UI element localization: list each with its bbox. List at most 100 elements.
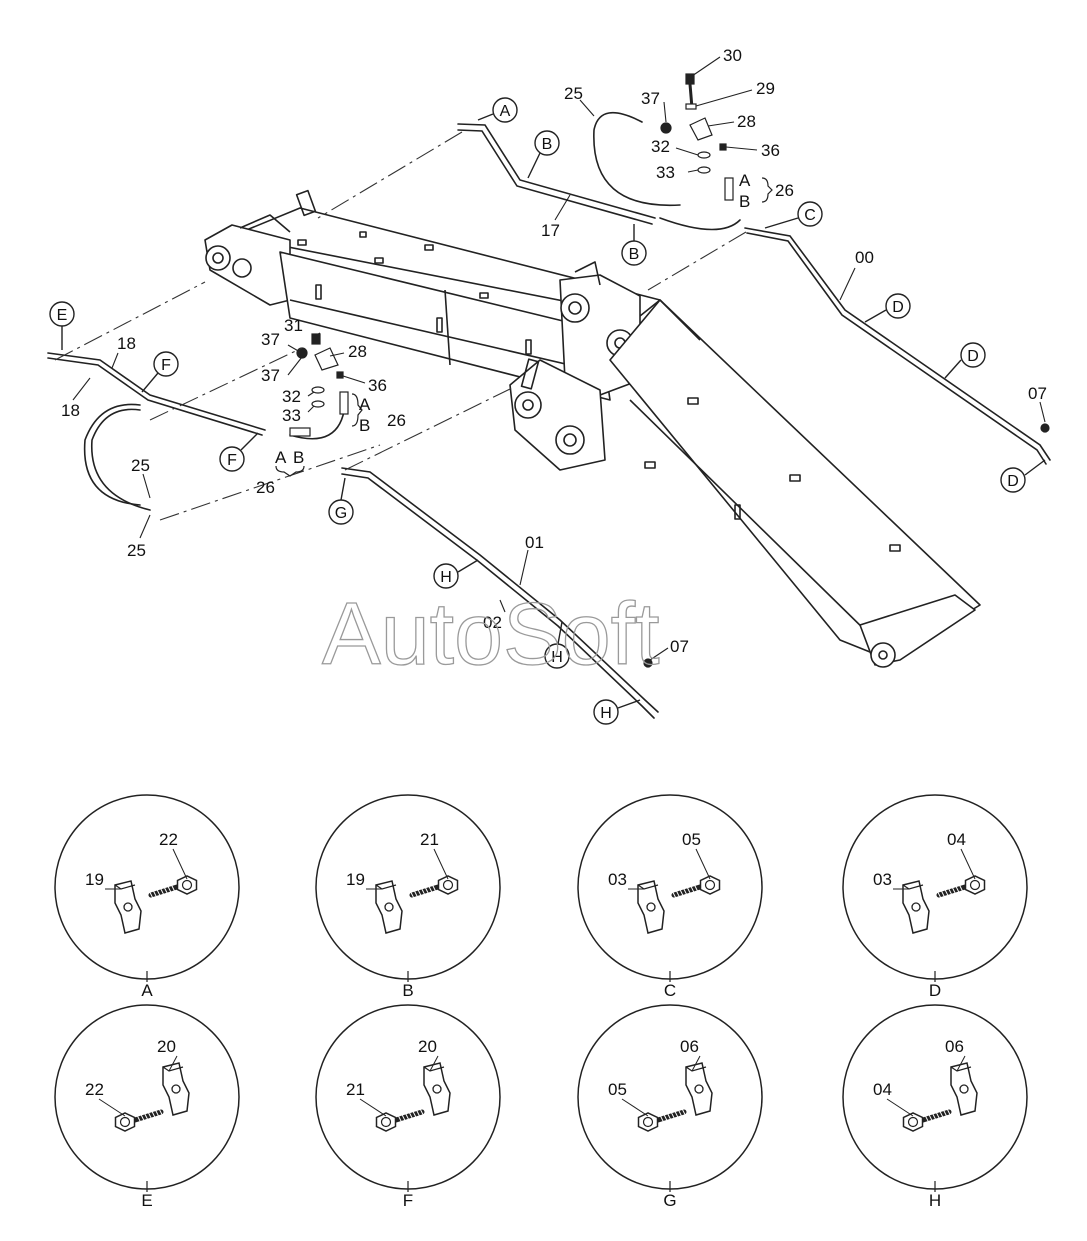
- bolt-part: [637, 1107, 687, 1132]
- clamp-part-number: 03: [873, 870, 892, 889]
- marker-c-label: C: [804, 207, 816, 224]
- marker-a: A: [477, 97, 518, 123]
- clamp-part-number: 19: [85, 870, 104, 889]
- clamp-part-number: 20: [418, 1037, 437, 1056]
- marker-h-3-label: H: [600, 705, 612, 722]
- clamp-part: [162, 1062, 190, 1116]
- marker-g: G: [328, 477, 354, 525]
- callout-31: 31: [284, 316, 303, 335]
- marker-b-bottom: B: [621, 224, 647, 266]
- boom-assembly: [204, 189, 981, 668]
- clamp-part: [685, 1062, 713, 1116]
- detail-caption: F: [403, 1191, 413, 1210]
- reference-markers: A B B C D D D: [49, 97, 1046, 725]
- bolt-part-number: 04: [947, 830, 966, 849]
- bolt-part: [671, 875, 721, 900]
- detail-circle: [842, 794, 1028, 980]
- watermark-text: AutoSoft: [322, 584, 660, 683]
- callout-17: 17: [541, 221, 560, 240]
- callout-25-top: 25: [564, 84, 583, 103]
- detail-circle: [54, 1004, 240, 1190]
- detail-circle: [54, 794, 240, 980]
- detail-caption: H: [929, 1191, 941, 1210]
- clamp-part-number: 20: [157, 1037, 176, 1056]
- bolt-part: [114, 1107, 164, 1132]
- marker-d-2-label: D: [967, 348, 979, 365]
- bolt-part: [375, 1107, 425, 1132]
- callout-30: 30: [723, 46, 742, 65]
- marker-g-label: G: [335, 505, 347, 522]
- marker-h-1-label: H: [440, 569, 452, 586]
- clamp-part-number: 19: [346, 870, 365, 889]
- clamp-part-number: 03: [608, 870, 627, 889]
- callout-leaders: [72, 56, 1046, 661]
- clamp-part-number: 06: [680, 1037, 699, 1056]
- marker-e-label: E: [57, 307, 68, 324]
- callout-26-low: 26: [256, 478, 275, 497]
- detail-g: 06 05G: [577, 1004, 763, 1210]
- marker-e: E: [49, 301, 75, 350]
- sub-a-top: A: [739, 171, 751, 190]
- callout-01: 01: [525, 533, 544, 552]
- marker-b-bottom-label: B: [629, 246, 640, 263]
- bolt-part-number: 21: [420, 830, 439, 849]
- marker-f-2: F: [219, 432, 259, 472]
- sub-a-mid: A: [359, 395, 371, 414]
- detail-f: 20 21F: [315, 1004, 501, 1210]
- detail-caption: C: [664, 981, 676, 1000]
- marker-b-top: B: [527, 130, 560, 179]
- detail-caption: G: [663, 1191, 676, 1210]
- bolt-part-number: 05: [608, 1080, 627, 1099]
- sub-b-low: B: [293, 448, 304, 467]
- marker-h-2: H: [544, 621, 570, 669]
- callout-26-mid: 26: [387, 411, 406, 430]
- clamp-part: [637, 880, 665, 934]
- callout-32-mid: 32: [282, 387, 301, 406]
- detail-caption: E: [141, 1191, 152, 1210]
- callout-07-right: 07: [1028, 384, 1047, 403]
- callout-25-left-top: 25: [131, 456, 150, 475]
- detail-caption: B: [402, 981, 413, 1000]
- marker-f-1-label: F: [161, 357, 171, 374]
- callout-33-mid: 33: [282, 406, 301, 425]
- detail-circle: [577, 1004, 763, 1190]
- reference-lines: [54, 131, 747, 521]
- bracket-symbols: [275, 177, 773, 477]
- callout-37-mid: 37: [261, 330, 280, 349]
- marker-a-label: A: [500, 103, 511, 120]
- clamp-part-number: 06: [945, 1037, 964, 1056]
- callout-37-top: 37: [641, 89, 660, 108]
- clamp-part: [114, 880, 142, 934]
- callout-26-top: 26: [775, 181, 794, 200]
- part-number-callouts: 30 29 28 36 37 32 33 25 A B 26 17 00 07 …: [61, 46, 1047, 656]
- marker-d-1-label: D: [892, 299, 904, 316]
- callout-32-top: 32: [651, 137, 670, 156]
- sub-b-mid: B: [359, 416, 370, 435]
- bolt-part-number: 21: [346, 1080, 365, 1099]
- callout-18-lower: 18: [61, 401, 80, 420]
- callout-02: 02: [483, 613, 502, 632]
- marker-d-1: D: [864, 293, 911, 323]
- bolt-part: [902, 1107, 952, 1132]
- bolt-part-number: 05: [682, 830, 701, 849]
- marker-f-1: F: [141, 351, 179, 393]
- bolt-part-number: 04: [873, 1080, 892, 1099]
- bolt-part-number: 22: [159, 830, 178, 849]
- sub-a-low: A: [275, 448, 287, 467]
- clamp-part: [902, 880, 930, 934]
- marker-d-3: D: [1000, 459, 1046, 493]
- marker-h-2-label: H: [551, 649, 563, 666]
- detail-circle: [842, 1004, 1028, 1190]
- hardware-parts: [289, 73, 1050, 668]
- marker-b-top-label: B: [542, 136, 553, 153]
- callout-28-top: 28: [737, 112, 756, 131]
- callout-28-mid: 28: [348, 342, 367, 361]
- callout-07-bottom: 07: [670, 637, 689, 656]
- callout-00: 00: [855, 248, 874, 267]
- marker-h-3: H: [593, 699, 641, 725]
- callout-29: 29: [756, 79, 775, 98]
- bolt-part: [148, 875, 198, 900]
